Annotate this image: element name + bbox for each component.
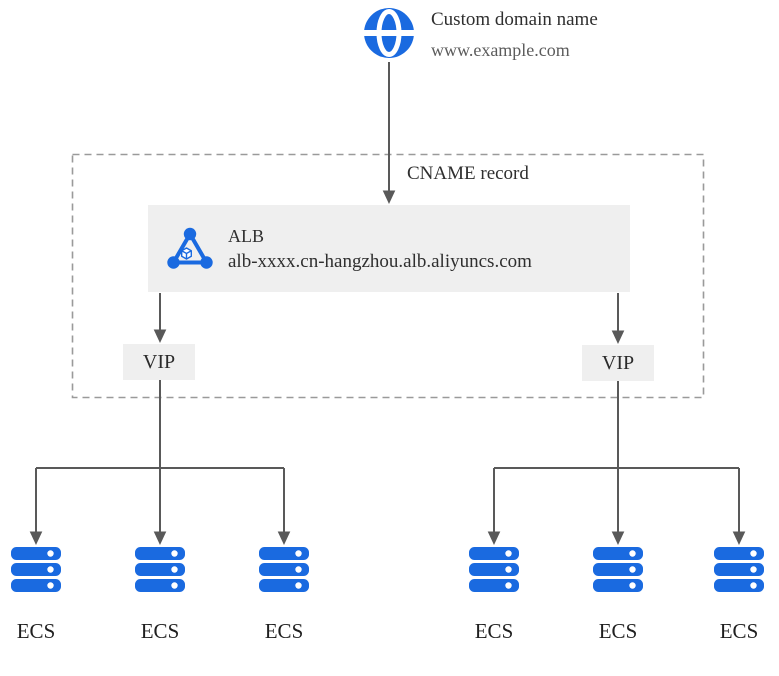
arrowhead <box>487 531 501 545</box>
alb-icon <box>167 227 213 271</box>
cname-record-label: CNAME record <box>407 163 529 184</box>
server-icon <box>469 547 519 592</box>
ecs-label: ECS <box>264 619 304 643</box>
arrowhead <box>611 531 625 545</box>
ecs-label: ECS <box>598 619 638 643</box>
custom-domain-url: www.example.com <box>431 40 570 60</box>
server-icon <box>714 547 764 592</box>
vip-box-left: VIP <box>123 344 195 380</box>
arrowhead <box>382 190 396 204</box>
alb-dns-name: alb-xxxx.cn-hangzhou.alb.aliyuncs.com <box>228 250 532 272</box>
vip-box-right: VIP <box>582 345 654 381</box>
ecs-label: ECS <box>474 619 514 643</box>
arrowhead <box>611 330 625 344</box>
custom-domain-title: Custom domain name <box>431 9 598 30</box>
arrowhead <box>153 329 167 343</box>
ecs-label: ECS <box>16 619 56 643</box>
arrowhead <box>29 531 43 545</box>
arrowhead <box>153 531 167 545</box>
alb-title: ALB <box>228 225 264 246</box>
arrowhead <box>277 531 291 545</box>
server-icon <box>11 547 61 592</box>
globe-icon <box>364 8 414 58</box>
server-icon <box>259 547 309 592</box>
server-icon <box>135 547 185 592</box>
server-icon <box>593 547 643 592</box>
ecs-label: ECS <box>140 619 180 643</box>
arrowhead <box>732 531 746 545</box>
alb-box: ALB alb-xxxx.cn-hangzhou.alb.aliyuncs.co… <box>148 205 630 292</box>
ecs-label: ECS <box>719 619 759 643</box>
